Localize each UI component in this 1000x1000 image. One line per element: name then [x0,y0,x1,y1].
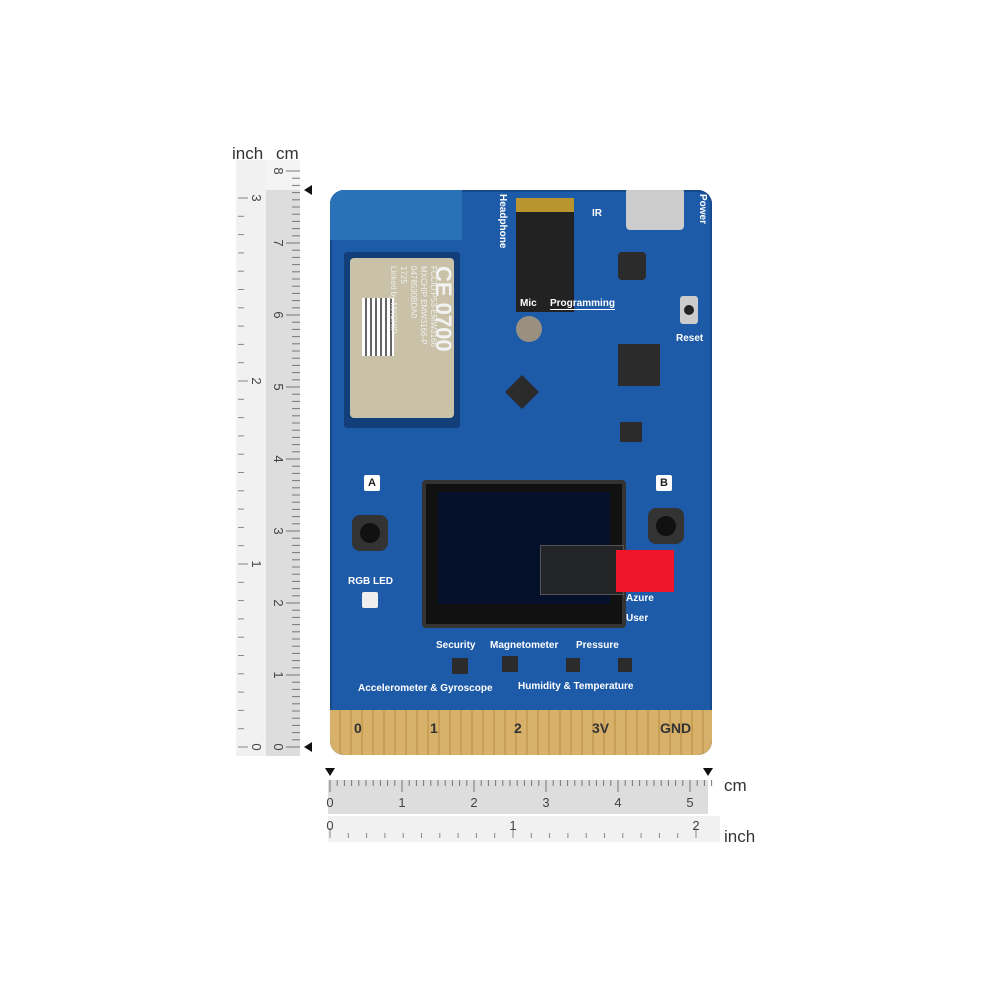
humidity-chip [566,658,580,672]
marker-top [304,185,312,195]
micro-usb-port[interactable] [626,190,684,230]
reset-button[interactable] [680,296,698,324]
ruler-unit-inch-h: inch [724,827,756,846]
pad-2[interactable]: 2 [514,720,522,736]
microphone [516,316,542,342]
inch-scale [236,160,266,756]
label-humidity-temperature: Humidity & Temperature [518,681,634,692]
module-line: MXCHIP EMW3166-P [419,266,428,345]
cm-tick-label: 0 [326,795,333,810]
edge-connector: 0 1 2 3V GND [330,710,712,755]
label-programming: Programming [550,298,616,310]
inductor [618,252,646,280]
cm-tick-label: 6 [271,311,286,318]
ruler-unit-cm: cm [276,144,299,163]
label-power: Power [697,194,708,225]
label-accelerometer-gyroscope: Accelerometer & Gyroscope [358,683,493,694]
fcc-id: FCCID:P53-EMW3166 [429,266,438,347]
marker-right [703,768,713,776]
magnetometer-chip [502,656,518,672]
label-rgb-led: RGB LED [348,576,393,587]
label-mic: Mic [520,298,537,309]
protective-film [540,545,624,595]
button-b[interactable] [648,508,684,544]
inch-tick-label: 2 [249,377,264,384]
cm-tick-label: 4 [271,455,286,462]
cm-tick-label: 3 [271,527,286,534]
label-a: A [364,475,380,491]
rgb-led [362,592,378,608]
module-line: 0478530BDA0 [409,266,418,319]
label-ir: IR [592,208,602,219]
vertical-ruler: 0 1 2 3 4 5 6 7 8 0 1 2 3 [236,160,312,756]
label-pressure: Pressure [576,640,619,651]
cm-tick-label: 2 [271,599,286,606]
label-reset: Reset [676,333,704,344]
pad-3v[interactable]: 3V [592,720,610,736]
cm-tick-label: 7 [271,239,286,246]
ruler-unit-cm-h: cm [724,776,747,795]
pad-gnd[interactable]: GND [660,720,692,736]
inch-tick-label: 0 [249,743,264,750]
marker-bottom [304,742,312,752]
small-chip [620,422,642,442]
marker-left [325,768,335,776]
label-magnetometer: Magnetometer [490,640,559,651]
inch-tick-label: 1 [249,560,264,567]
microcontroller-chip [618,344,660,386]
sensor-chip [505,375,539,409]
cm-scale [328,780,708,814]
label-security: Security [436,640,476,651]
cm-tick-label: 1 [271,671,286,678]
module-line: 1725 [399,266,408,284]
headphone-jack[interactable] [516,198,574,312]
security-chip [452,658,468,674]
pressure-chip [618,658,632,672]
button-a[interactable] [352,515,388,551]
pcb-board: CE 0700 FCCID:P53-EMW3166 MXCHIP EMW3166… [330,190,712,755]
wifi-module: CE 0700 FCCID:P53-EMW3166 MXCHIP EMW3166… [344,252,460,428]
qr-code [362,298,394,356]
inch-tick-label: 2 [692,818,699,833]
cm-tick-label: 0 [271,743,286,750]
label-user: User [626,613,649,624]
pad-0[interactable]: 0 [354,720,362,736]
module-line: Linked by MXCHIP [389,266,398,334]
cm-tick-label: 8 [271,167,286,174]
cm-tick-label: 4 [614,795,621,810]
horizontal-ruler: 0 1 2 3 4 5 0 1 2 [325,768,720,842]
cm-tick-label: 5 [686,795,693,810]
ce-mark: CE 0700 [431,266,456,352]
label-azure: Azure [626,593,654,604]
inch-tick-label: 3 [249,194,264,201]
ruler-unit-inch: inch [232,144,264,163]
label-b: B [656,475,672,491]
module-shield: CE 0700 FCCID:P53-EMW3166 MXCHIP EMW3166… [350,258,456,418]
inch-scale [328,816,720,842]
cm-tick-label: 2 [470,795,477,810]
film-tab [616,550,674,592]
antenna-area [330,190,462,240]
cm-tick-label: 3 [542,795,549,810]
cm-tick-label: 5 [271,383,286,390]
cm-tick-label: 1 [398,795,405,810]
inch-tick-label: 1 [509,818,516,833]
label-headphone: Headphone [497,194,508,249]
pad-1[interactable]: 1 [430,720,438,736]
inch-tick-label: 0 [326,818,333,833]
